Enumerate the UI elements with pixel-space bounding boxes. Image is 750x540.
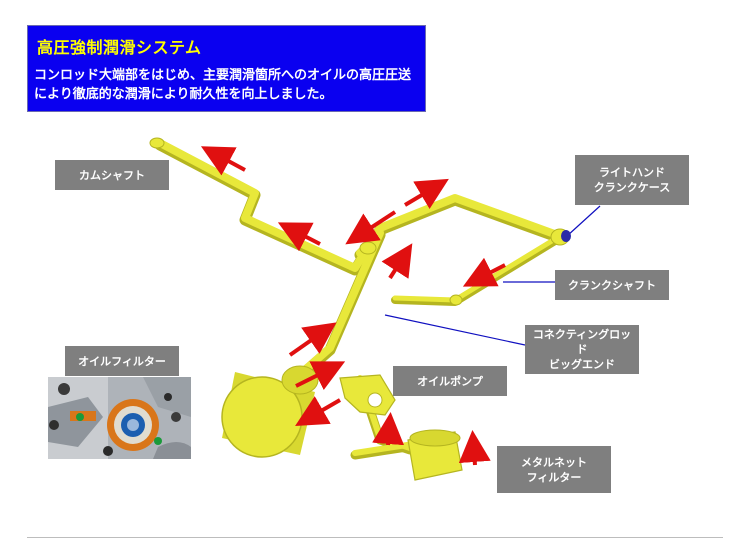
crankcase-fitting-cap — [561, 230, 571, 242]
fittings — [149, 137, 571, 306]
label-metal-net-line-1: メタルネット — [521, 455, 587, 469]
description: コンロッド大端部をはじめ、主要潤滑箇所へのオイルの高圧圧送 により徹底的な潤滑に… — [34, 66, 424, 104]
flow-arrow — [372, 412, 405, 446]
label-conrod-line-1: コネクティングロッド — [532, 328, 632, 356]
camshaft-end-fitting — [149, 137, 165, 149]
label-camshaft: カムシャフト — [55, 160, 169, 190]
label-conrod-big-end: コネクティングロッド ビッグエンド — [525, 325, 639, 374]
label-crankshaft: クランクシャフト — [555, 270, 669, 300]
flow-arrow — [458, 430, 491, 466]
label-oil-filter: オイルフィルター — [65, 346, 179, 376]
description-line-2: により徹底的な潤滑により耐久性を向上しました。 — [34, 87, 333, 102]
metal-net-filter-shape — [407, 429, 463, 481]
oil-filter-photo-art — [48, 377, 191, 459]
flow-arrow — [295, 396, 342, 427]
oil-filter-photo — [48, 377, 191, 459]
leader-right-crankcase — [566, 205, 601, 237]
label-right-crankcase-line-2: クランクケース — [593, 181, 671, 194]
label-right-crankcase: ライトハンド クランクケース — [575, 155, 689, 205]
flow-arrow — [345, 210, 397, 245]
header-box: 高圧強制潤滑システム コンロッド大端部をはじめ、主要潤滑箇所へのオイルの高圧圧送… — [27, 25, 426, 112]
label-right-crankcase-line-1: ライトハンド — [599, 166, 665, 179]
main-gallery-pipe — [156, 139, 564, 272]
description-line-1: コンロッド大端部をはじめ、主要潤滑箇所へのオイルの高圧圧送 — [34, 68, 412, 83]
label-oil-filter-text: オイルフィルター — [78, 354, 166, 368]
label-camshaft-text: カムシャフト — [79, 168, 145, 182]
flow-arrow — [277, 222, 321, 252]
flow-arrow — [288, 322, 337, 357]
label-crankshaft-text: クランクシャフト — [568, 278, 656, 292]
leader-lines — [384, 205, 601, 346]
label-metal-net-line-2: フィルター — [526, 470, 582, 484]
flow-arrow — [381, 243, 413, 280]
junction-fitting — [359, 241, 377, 255]
label-metal-net-filter: メタルネット フィルター — [497, 446, 611, 493]
flow-arrow — [295, 361, 346, 391]
flow-arrow — [403, 178, 449, 210]
page-title: 高圧強制潤滑システム — [37, 38, 202, 57]
flow-arrows — [200, 146, 506, 466]
crank-end-fitting — [449, 294, 463, 306]
flow-arrow — [462, 257, 506, 287]
flow-arrow — [200, 146, 246, 176]
oil-filter-cylinder — [221, 365, 319, 458]
leader-conrod — [384, 314, 526, 346]
footer-divider — [27, 537, 723, 538]
label-conrod-line-2: ビッグエンド — [549, 358, 615, 371]
oil-pump-shape — [339, 374, 396, 416]
label-oil-pump-text: オイルポンプ — [417, 374, 483, 388]
label-oil-pump: オイルポンプ — [393, 366, 507, 396]
